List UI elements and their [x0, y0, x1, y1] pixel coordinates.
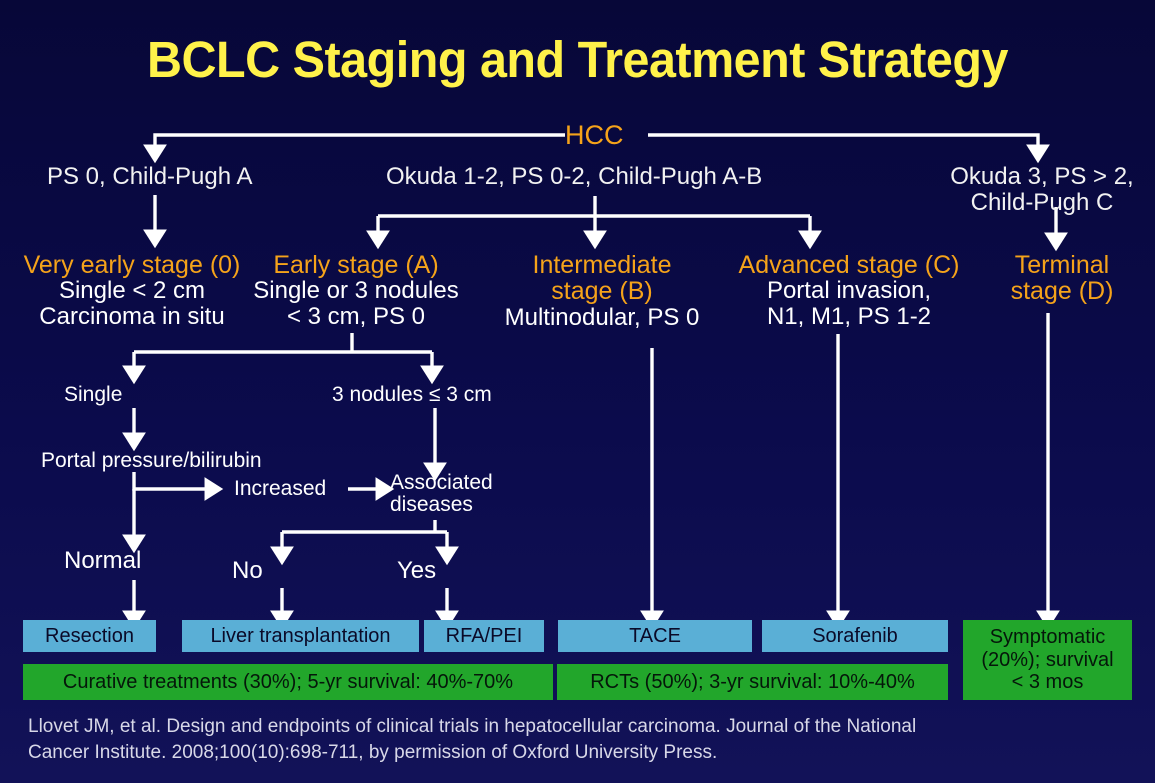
- stage-intermediate-label-1: Intermediate: [532, 251, 672, 279]
- stage-early: Early stage (A) Single or 3 nodules < 3 …: [232, 252, 480, 329]
- criteria-left: PS 0, Child-Pugh A: [47, 163, 253, 190]
- stage-very-early-desc-1: Single < 2 cm: [58, 277, 206, 305]
- node-increased: Increased: [234, 477, 327, 500]
- node-associated-diseases-line2: diseases: [390, 493, 473, 517]
- stage-early-desc-2: < 3 cm, PS 0: [286, 302, 426, 330]
- outcome-box-symptomatic: Symptomatic (20%); survival < 3 mos: [963, 620, 1132, 700]
- edge-hcc-to-left: [143, 133, 565, 164]
- stage-very-early-label: Very early stage (0): [23, 251, 241, 279]
- symptomatic-line2: (20%); survival: [981, 648, 1114, 671]
- treatment-box-resection[interactable]: Resection: [23, 620, 156, 652]
- treatment-box-tace[interactable]: TACE: [558, 620, 752, 652]
- criteria-right: Okuda 3, PS > 2, Child-Pugh C: [930, 164, 1154, 216]
- node-portal-pressure: Portal pressure/bilirubin: [41, 449, 262, 472]
- stage-terminal-label-2: stage (D): [1010, 277, 1114, 306]
- symptomatic-line1: Symptomatic: [989, 626, 1106, 649]
- node-yes: Yes: [397, 557, 437, 584]
- stage-terminal-label-1: Terminal: [1014, 251, 1110, 279]
- stage-early-label: Early stage (A): [273, 251, 439, 279]
- stage-advanced-desc-2: N1, M1, PS 1-2: [766, 302, 932, 330]
- symptomatic-line3: < 3 mos: [1011, 671, 1084, 694]
- stage-very-early: Very early stage (0) Single < 2 cm Carci…: [0, 252, 264, 329]
- node-hcc: HCC: [565, 120, 624, 150]
- outcome-bar-curative: Curative treatments (30%); 5-yr survival…: [23, 664, 553, 700]
- treatment-box-sorafenib[interactable]: Sorafenib: [762, 620, 948, 652]
- stage-terminal: Terminal stage (D): [978, 252, 1146, 305]
- criteria-right-line1: Okuda 3, PS > 2,: [950, 163, 1134, 190]
- stage-intermediate: Intermediate stage (B) Multinodular, PS …: [488, 252, 716, 330]
- treatment-box-liver-transplantation[interactable]: Liver transplantation: [182, 620, 419, 652]
- criteria-middle: Okuda 1-2, PS 0-2, Child-Pugh A-B: [386, 163, 763, 190]
- treatment-box-rfa-pei[interactable]: RFA/PEI: [424, 620, 544, 652]
- node-associated-diseases-line1: Associated: [390, 471, 493, 494]
- stage-very-early-desc-2: Carcinoma in situ: [39, 302, 225, 330]
- stage-intermediate-desc-1: Multinodular, PS 0: [504, 303, 700, 331]
- node-single: Single: [64, 383, 123, 406]
- criteria-right-line2: Child-Pugh C: [970, 188, 1114, 216]
- node-normal: Normal: [64, 547, 142, 574]
- citation-line2: Cancer Institute. 2008;100(10):698-711, …: [28, 741, 718, 763]
- citation-line1: Llovet JM, et al. Design and endpoints o…: [28, 716, 917, 737]
- stage-early-desc-1: Single or 3 nodules: [253, 277, 459, 305]
- stage-advanced-desc-1: Portal invasion,: [766, 277, 932, 305]
- edge-hcc-to-right: [648, 133, 1050, 164]
- page-title: BCLC Staging and Treatment Strategy: [147, 31, 1008, 88]
- stage-intermediate-label-2: stage (B): [551, 277, 653, 306]
- stage-advanced-label: Advanced stage (C): [738, 251, 960, 279]
- node-no: No: [232, 557, 263, 584]
- edge-portal-to-increased: [132, 472, 224, 501]
- citation: Llovet JM, et al. Design and endpoints o…: [28, 714, 1138, 765]
- node-three-nodules: 3 nodules ≤ 3 cm: [332, 383, 492, 406]
- stage-advanced: Advanced stage (C) Portal invasion, N1, …: [722, 252, 976, 329]
- outcome-bar-rcts: RCTs (50%); 3-yr survival: 10%-40%: [557, 664, 948, 700]
- node-associated-diseases: Associated diseases: [390, 471, 493, 517]
